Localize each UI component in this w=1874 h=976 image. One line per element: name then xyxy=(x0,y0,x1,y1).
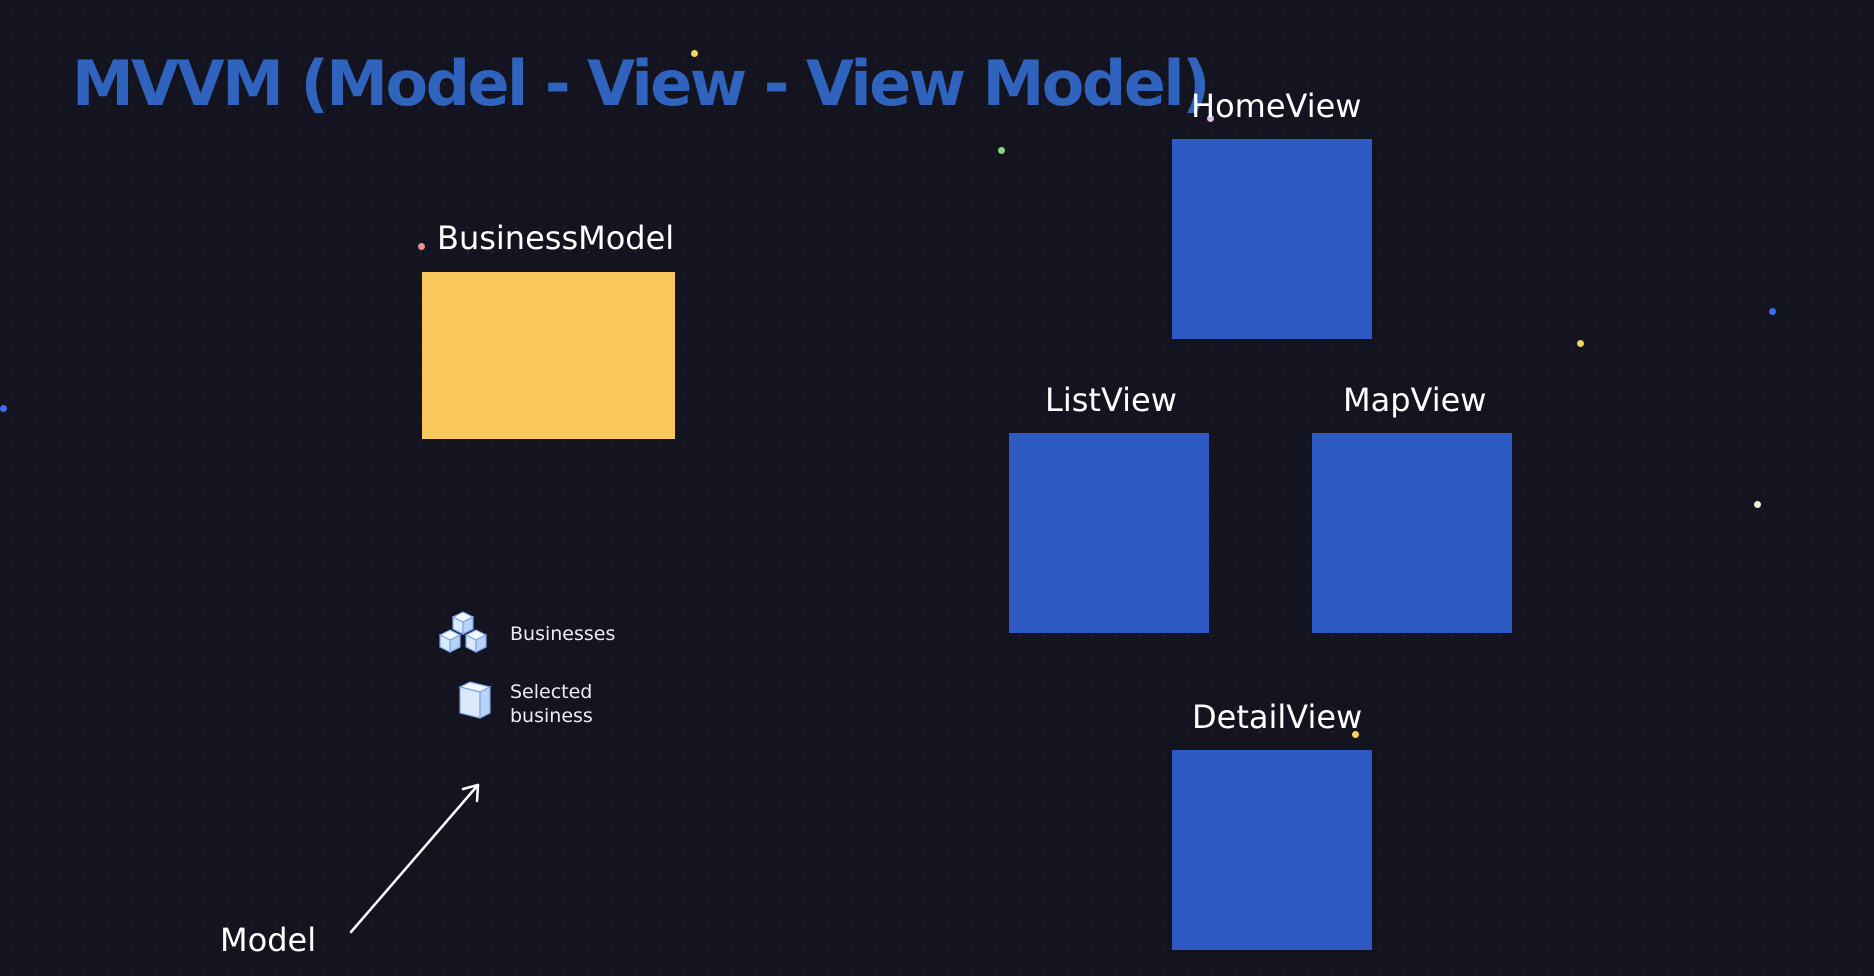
cursor-dot xyxy=(1754,501,1761,508)
businesses-label: Businesses xyxy=(510,623,616,645)
business-model-label: BusinessModel xyxy=(437,219,675,257)
selected-business-property[interactable]: Selected business xyxy=(456,676,656,732)
cube-icon xyxy=(456,680,494,720)
cursor-dot xyxy=(0,405,7,412)
list-view-box[interactable] xyxy=(1009,433,1209,633)
list-view-label: ListView xyxy=(1045,381,1177,419)
cursor-dot xyxy=(1769,308,1776,315)
selected-business-label-line1: Selected xyxy=(510,681,593,703)
businesses-property[interactable]: Businesses xyxy=(436,608,666,660)
cursor-dot xyxy=(1352,731,1359,738)
cubes-icon xyxy=(436,610,490,658)
business-model-box[interactable] xyxy=(422,272,675,439)
model-arrow xyxy=(349,783,480,934)
selected-business-label-line2: business xyxy=(510,705,593,727)
home-view-label: HomeView xyxy=(1191,87,1362,125)
model-annotation-label: Model xyxy=(220,921,317,959)
cursor-dot xyxy=(1577,340,1584,347)
map-view-box[interactable] xyxy=(1312,433,1512,633)
cursor-dot xyxy=(418,243,425,250)
cursor-dot xyxy=(1207,115,1214,122)
cursor-dot xyxy=(998,147,1005,154)
cursor-dot xyxy=(691,50,698,57)
detail-view-label: DetailView xyxy=(1192,698,1363,736)
home-view-box[interactable] xyxy=(1172,139,1372,339)
map-view-label: MapView xyxy=(1343,381,1487,419)
detail-view-box[interactable] xyxy=(1172,750,1372,950)
diagram-title: MVVM (Model - View - View Model) xyxy=(72,47,1210,120)
